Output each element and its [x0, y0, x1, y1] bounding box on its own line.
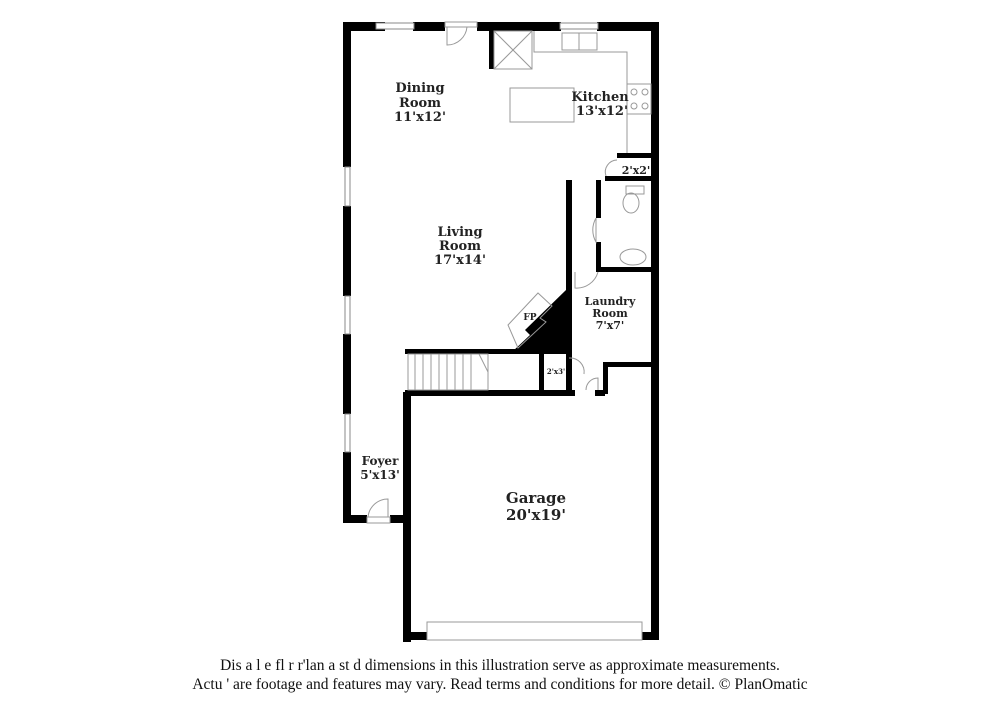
foyer-size: 5'x13'	[360, 468, 400, 482]
foyer-label: Foyer	[362, 454, 399, 468]
fixtures	[366, 21, 652, 641]
laundry-room-size: 7'x7'	[596, 319, 625, 332]
laundry-room-label: Laundry	[585, 295, 636, 308]
interior-walls	[405, 31, 653, 396]
garage-label: Garage	[506, 489, 566, 507]
disclaimer-line-2: Actu ' are footage and features may vary…	[192, 676, 808, 693]
living-room-label: Living	[437, 225, 482, 240]
garage-size: 20'x19'	[506, 506, 566, 524]
dining-room-label: Dining	[395, 81, 444, 96]
living-room-label-2: Room	[439, 239, 481, 254]
kitchen-size: 13'x12'	[576, 104, 628, 119]
windows	[344, 22, 599, 453]
dining-room-label-2: Room	[399, 96, 441, 111]
room-labels: Dining Room 11'x12' Kitchen 13'x12' 2'x2…	[360, 81, 650, 524]
disclaimer-line-1: Dis a l e fl r r'lan a st d dimensions i…	[220, 657, 780, 674]
fireplace-label: FP	[523, 313, 536, 323]
exterior-walls	[343, 22, 659, 642]
closet-kitchen-size: 2'x2'	[622, 164, 651, 177]
living-room-size: 17'x14'	[434, 253, 486, 268]
laundry-room-label-2: Room	[592, 307, 628, 320]
closet-hall-size: 2'x3'	[547, 367, 565, 376]
kitchen-label: Kitchen	[571, 90, 629, 105]
dining-room-size: 11'x12'	[394, 110, 446, 125]
